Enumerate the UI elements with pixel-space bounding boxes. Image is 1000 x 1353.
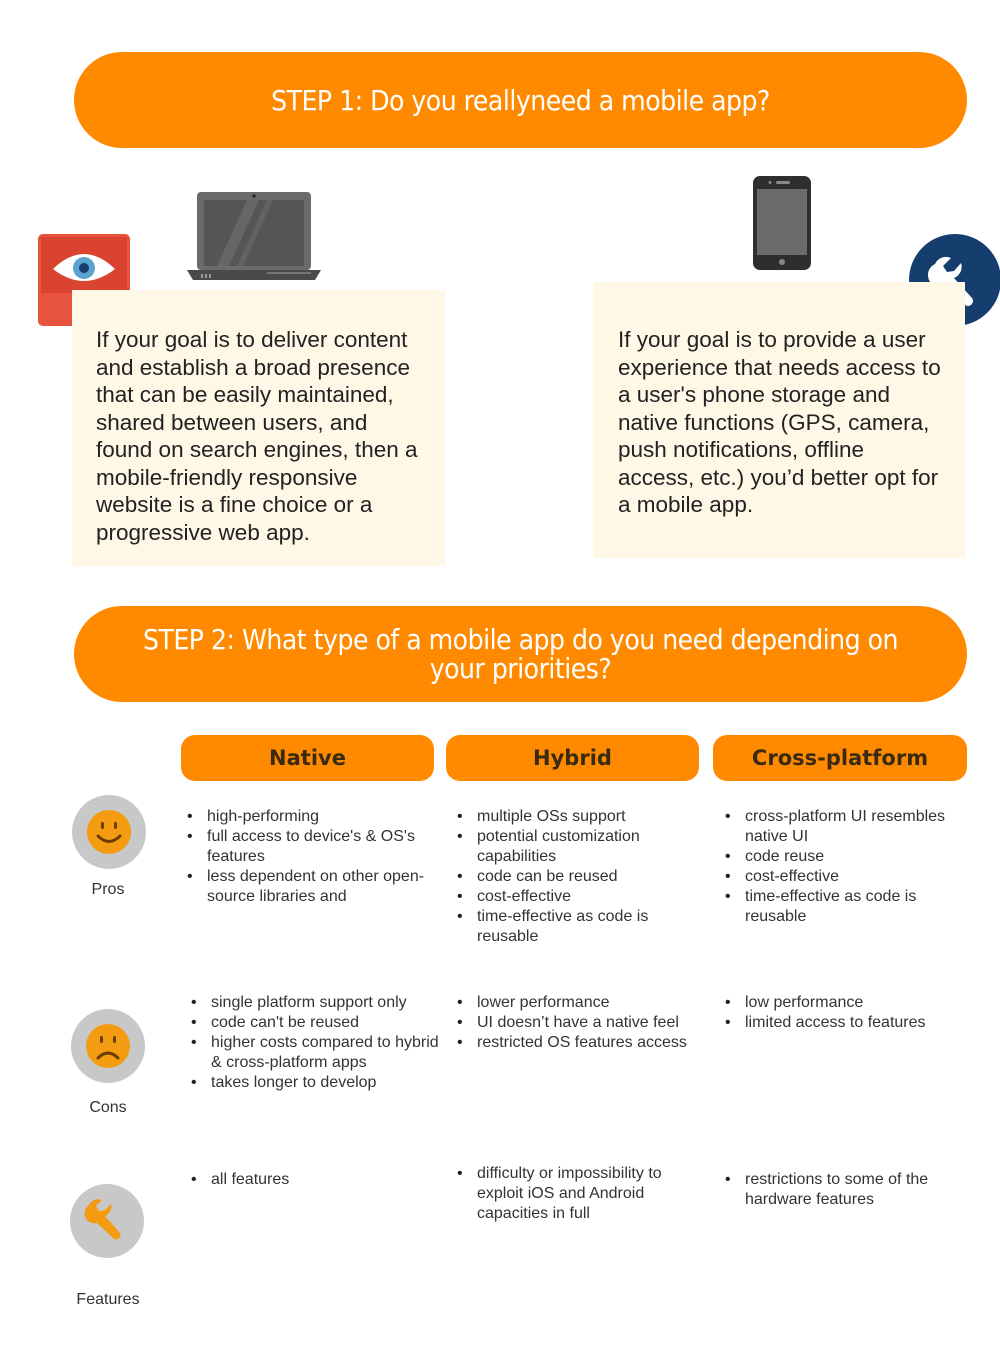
list-item: low performance [723,993,973,1013]
list-item: code reuse [723,847,973,867]
native-features-list: all features [189,1170,439,1190]
list-item: time-effective as code is reusable [455,907,700,947]
row-label-pros: Pros [91,881,125,898]
list-item: all features [189,1170,439,1190]
list-item: lower performance [455,993,710,1013]
list-item: single platform support only [189,993,439,1013]
native-cons-list: single platform support only code can't … [189,993,439,1093]
list-item: limited access to features [723,1013,973,1033]
web-option-card: If your goal is to deliver content and e… [72,290,445,566]
list-item: cross-platform UI resembles native UI [723,807,973,847]
column-header-label: Hybrid [533,746,612,770]
row-label-cons: Cons [89,1099,127,1116]
sad-face-icon [71,1009,145,1083]
step2-title: STEP 2: What type of a mobile app do you… [143,623,898,685]
row-label-features: Features [76,1291,140,1308]
list-item: code can't be reused [189,1013,439,1033]
column-header-hybrid: Hybrid [446,735,699,781]
app-option-card: If your goal is to provide a user experi… [593,282,965,558]
list-item: takes longer to develop [189,1073,439,1093]
list-item: multiple OSs support [455,807,700,827]
step1-banner: STEP 1: Do you reallyneed a mobile app? [74,52,967,148]
smiley-icon [72,795,146,869]
smartphone-icon [753,176,811,270]
native-pros-list: high-performing full access to device's … [185,807,440,907]
list-item: high-performing [185,807,440,827]
wrench-icon [70,1184,144,1258]
column-header-label: Native [269,746,346,770]
step2-banner: STEP 2: What type of a mobile app do you… [74,606,967,702]
column-header-cross-platform: Cross-platform [713,735,967,781]
hybrid-pros-list: multiple OSs support potential customiza… [455,807,700,947]
list-item: UI doesn’t have a native feel [455,1013,710,1033]
list-item: difficulty or impossibility to exploit i… [455,1164,700,1224]
list-item: full access to device's & OS's features [185,827,440,867]
cross-platform-cons-list: low performance limited access to featur… [723,993,973,1033]
eye-video-icon [38,234,130,326]
list-item: cost-effective [455,887,700,907]
list-item: restrictions to some of the hardware fea… [723,1170,963,1210]
list-item: less dependent on other open-source libr… [185,867,440,907]
web-option-text: If your goal is to deliver content and e… [96,327,418,545]
list-item: potential customization capabilities [455,827,700,867]
list-item: restricted OS features access [455,1033,710,1053]
column-header-native: Native [181,735,434,781]
hybrid-cons-list: lower performance UI doesn’t have a nati… [455,993,710,1053]
column-header-label: Cross-platform [751,746,929,770]
step1-title: STEP 1: Do you reallyneed a mobile app? [271,83,770,117]
list-item: higher costs compared to hybrid & cross-… [189,1033,439,1073]
list-item: cost-effective [723,867,973,887]
list-item: code can be reused [455,867,700,887]
app-option-text: If your goal is to provide a user experi… [618,327,941,517]
list-item: time-effective as code is reusable [723,887,973,927]
cross-platform-pros-list: cross-platform UI resembles native UI co… [723,807,973,927]
hybrid-features-list: difficulty or impossibility to exploit i… [455,1164,700,1224]
laptop-icon [187,192,321,280]
cross-platform-features-list: restrictions to some of the hardware fea… [723,1170,963,1210]
